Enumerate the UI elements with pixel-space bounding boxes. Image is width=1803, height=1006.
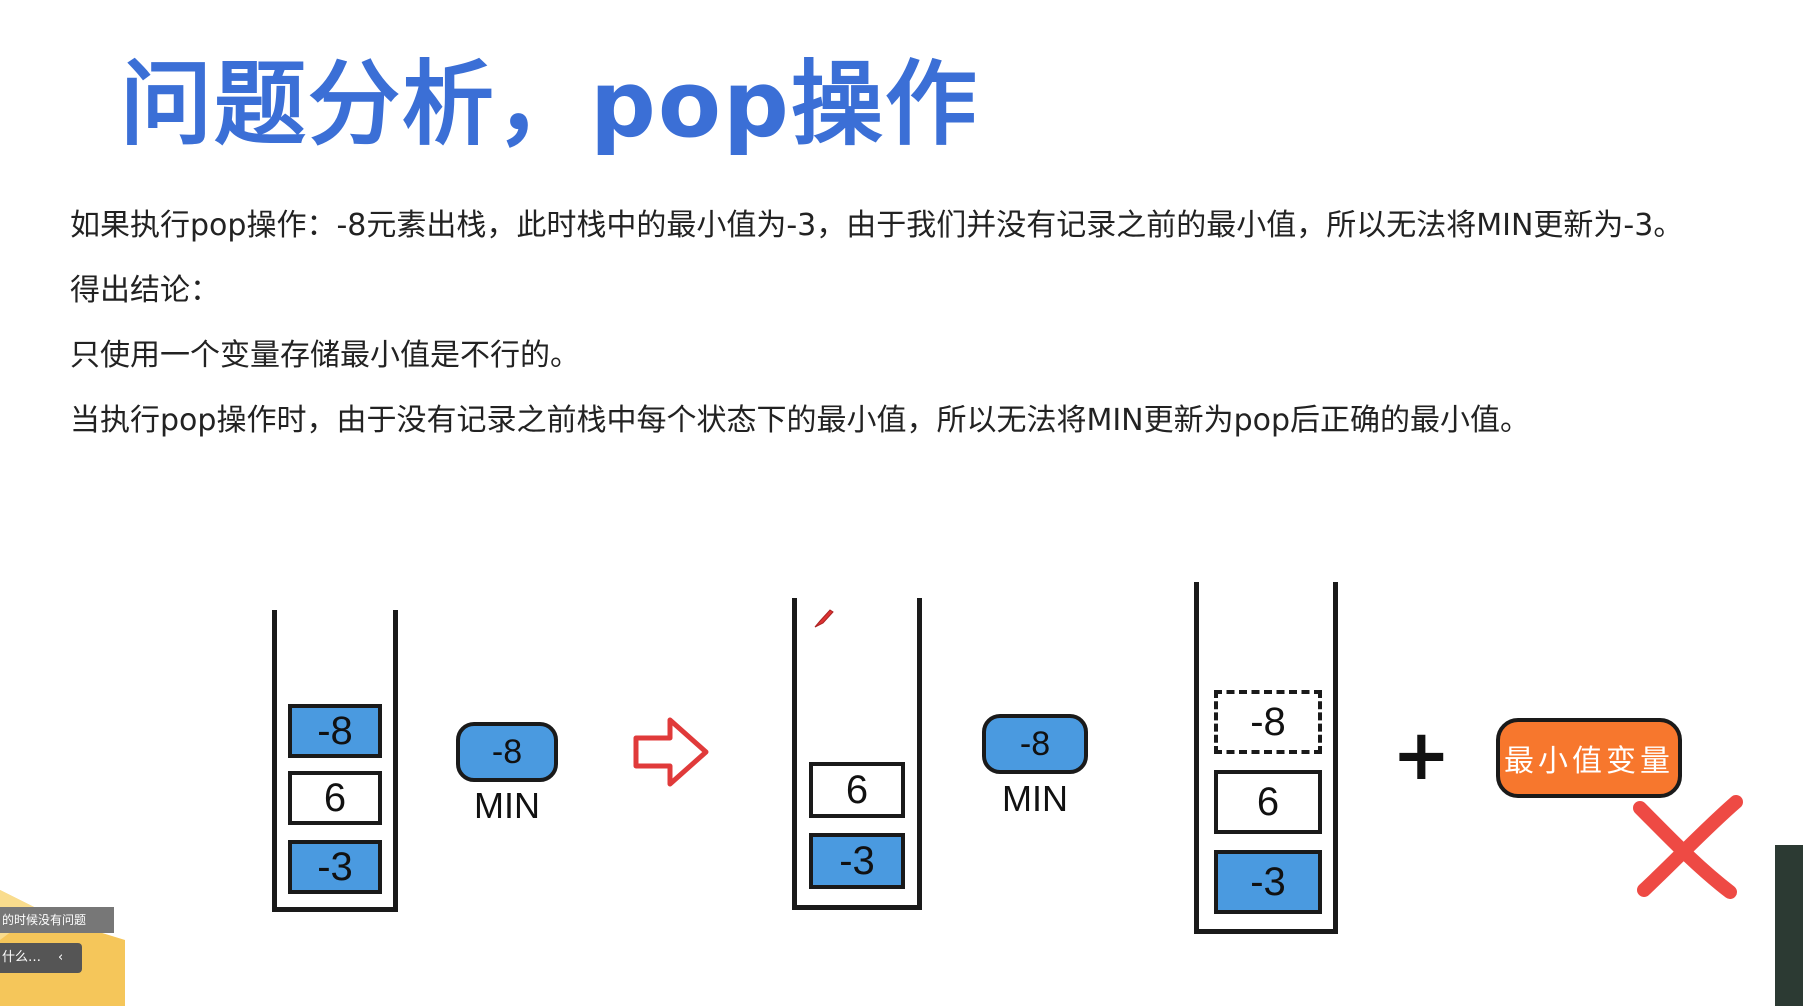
overlay-toggle[interactable]: 什么… ‹ — [0, 943, 82, 973]
stack-cell: -8 — [288, 704, 382, 758]
right-arrow-icon — [633, 717, 709, 787]
chevron-left-icon: ‹ — [58, 950, 64, 965]
plus-sign: + — [1392, 714, 1451, 796]
stack-cell: 6 — [809, 762, 905, 818]
side-panel-edge — [1775, 845, 1803, 1006]
stack-cell-popped: -8 — [1214, 690, 1322, 754]
stack-cell: -3 — [809, 833, 905, 889]
stack-cell: 6 — [288, 771, 382, 825]
paragraph-conclusion-1: 只使用一个变量存储最小值是不行的。 — [70, 338, 580, 373]
min-variable-box: -8 — [456, 722, 558, 782]
paragraph-conclusion-heading: 得出结论： — [70, 273, 220, 308]
stack-cell: -3 — [1214, 850, 1322, 914]
min-label: MIN — [1002, 778, 1068, 819]
paragraph-pop-explanation: 如果执行pop操作：-8元素出栈，此时栈中的最小值为-3，由于我们并没有记录之前… — [70, 208, 1684, 243]
cross-icon — [1633, 795, 1743, 899]
stack-cell: -3 — [288, 840, 382, 894]
pen-cursor-icon — [814, 609, 834, 628]
page-title: 问题分析，pop操作 — [120, 51, 979, 158]
paragraph-conclusion-2: 当执行pop操作时，由于没有记录之前栈中每个状态下的最小值，所以无法将MIN更新… — [70, 403, 1531, 438]
overlay-subcaption: 什么… — [2, 950, 42, 965]
stack-cell: 6 — [1214, 770, 1322, 834]
overlay-caption: 的时候没有问题 — [0, 907, 114, 933]
min-label: MIN — [474, 785, 540, 826]
stack-container — [1194, 582, 1338, 934]
min-variable-label-box: 最小值变量 — [1496, 718, 1682, 798]
min-variable-box: -8 — [982, 714, 1088, 774]
stack-container — [792, 598, 922, 910]
stack-container — [272, 610, 398, 912]
